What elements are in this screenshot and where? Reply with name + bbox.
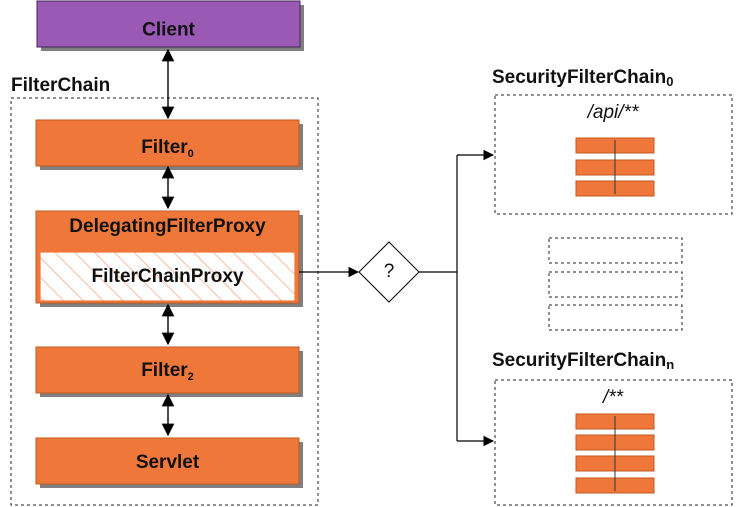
security-chain-n-pattern: /** [601, 387, 624, 408]
servlet-node: Servlet [35, 437, 303, 488]
filter-chain-container [10, 97, 319, 506]
delegating-filter-proxy-label: DelegatingFilterProxy [69, 216, 266, 237]
security-chain-0-container [494, 94, 733, 215]
security-chain-0-title: SecurityFilterChain0 [492, 67, 673, 89]
security-chain-0-filters [575, 137, 655, 197]
decision-diamond: ? [358, 241, 420, 303]
filter2-label: Filter2 [141, 360, 194, 383]
decision-branches [419, 149, 495, 447]
filter0-base: Filter [141, 137, 188, 158]
security-chain-n-filters [575, 413, 655, 494]
placeholder-chain [548, 237, 683, 264]
security-chain-n-title: SecurityFilterChainn [492, 350, 674, 372]
filter0-label: Filter0 [141, 137, 194, 160]
filter0-node: Filter0 [35, 119, 303, 170]
servlet-label: Servlet [136, 452, 200, 473]
filter-chain-proxy-label: FilterChainProxy [91, 266, 243, 287]
security-chain-n-sub: n [666, 357, 674, 372]
filter2-base: Filter [141, 360, 188, 381]
filter2-sub: 2 [188, 371, 194, 383]
client-node: Client [36, 0, 304, 51]
client-label: Client [142, 20, 195, 41]
security-chain-n-base: SecurityFilterChain [492, 350, 666, 371]
security-chain-n-container [494, 379, 733, 506]
placeholder-chains [548, 237, 683, 331]
decision-label: ? [384, 261, 395, 282]
security-chain-0-base: SecurityFilterChain [492, 67, 666, 88]
security-chain-0-sub: 0 [666, 74, 673, 89]
security-chain-0-pattern: /api/** [586, 102, 639, 123]
filter0-sub: 0 [188, 148, 194, 160]
filter-chain-proxy-node: FilterChainProxy [39, 251, 296, 302]
filter2-node: Filter2 [35, 346, 303, 397]
placeholder-chain [548, 271, 683, 298]
placeholder-chain [548, 304, 683, 331]
filter-chain-title: FilterChain [11, 75, 110, 96]
